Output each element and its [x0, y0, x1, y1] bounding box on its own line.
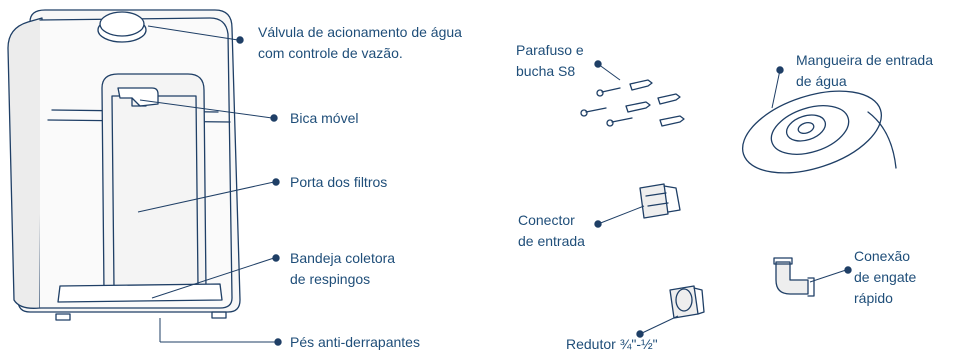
label-screws-line2: bucha S8: [516, 63, 576, 79]
dot-filter-door: [272, 178, 280, 186]
dot-feet: [274, 338, 282, 346]
label-valve-line2: com controle de vazão.: [258, 45, 403, 61]
dot-hose: [776, 66, 784, 74]
dot-drip-tray: [272, 254, 280, 262]
label-hose-line1: Mangueira de entrada: [796, 52, 933, 68]
connector-illustration: [639, 183, 681, 219]
label-connector-line1: Conector: [518, 212, 575, 228]
label-connector-line2: de entrada: [518, 233, 585, 249]
leader-quick-connector: [809, 269, 847, 283]
label-filter-door-line1: Porta dos filtros: [290, 174, 388, 190]
leader-spout: [139, 99, 273, 119]
dispenser-illustration: [7, 9, 241, 321]
label-screws: Parafuso e bucha S8: [516, 40, 584, 82]
reducer-illustration: [669, 285, 705, 319]
screws-illustration: [580, 79, 685, 127]
label-spout: Bica móvel: [290, 108, 358, 129]
label-reducer-line1: Redutor ¾"-½": [566, 336, 658, 352]
label-drip-tray-line2: de respingos: [290, 271, 371, 287]
label-reducer: Redutor ¾"-½": [566, 334, 658, 355]
label-drip-tray-line1: Bandeja coletora: [290, 250, 396, 266]
dot-quick-connector: [844, 266, 852, 274]
label-feet-line1: Pés anti-derrapantes: [290, 334, 420, 350]
label-screws-line1: Parafuso e: [516, 42, 584, 58]
label-valve-line1: Válvula de acionamento de água: [258, 24, 462, 40]
leader-screws: [597, 63, 621, 81]
dot-connector: [594, 220, 602, 228]
leader-filter-door: [137, 181, 275, 213]
leader-reducer: [639, 315, 679, 335]
label-valve: Válvula de acionamento de água com contr…: [258, 22, 462, 64]
quick-connector-illustration: [773, 257, 815, 297]
dot-screws: [594, 60, 602, 68]
label-quick-line2: de engate: [854, 269, 917, 285]
hose-illustration: [741, 90, 897, 174]
leader-valve: [147, 25, 239, 41]
label-filter-door: Porta dos filtros: [290, 172, 387, 193]
leader-drip-tray: [151, 257, 275, 299]
leader-lines: [137, 25, 852, 346]
dot-valve: [236, 36, 244, 44]
leader-hose: [771, 69, 781, 109]
label-connector: Conector de entrada: [518, 210, 585, 252]
dot-reducer: [636, 330, 644, 338]
label-quick-line1: Conexão: [854, 248, 911, 264]
label-drip-tray: Bandeja coletora de respingos: [290, 248, 395, 290]
label-feet: Pés anti-derrapantes: [290, 332, 420, 353]
label-quick-line3: rápido: [854, 290, 893, 306]
label-spout-line1: Bica móvel: [290, 110, 359, 126]
label-hose: Mangueira de entrada de água: [796, 50, 933, 92]
leader-connector: [597, 205, 645, 225]
label-hose-line2: de água: [796, 73, 847, 89]
dot-spout: [270, 114, 278, 122]
label-quick-connector: Conexão de engate rápido: [854, 246, 916, 309]
